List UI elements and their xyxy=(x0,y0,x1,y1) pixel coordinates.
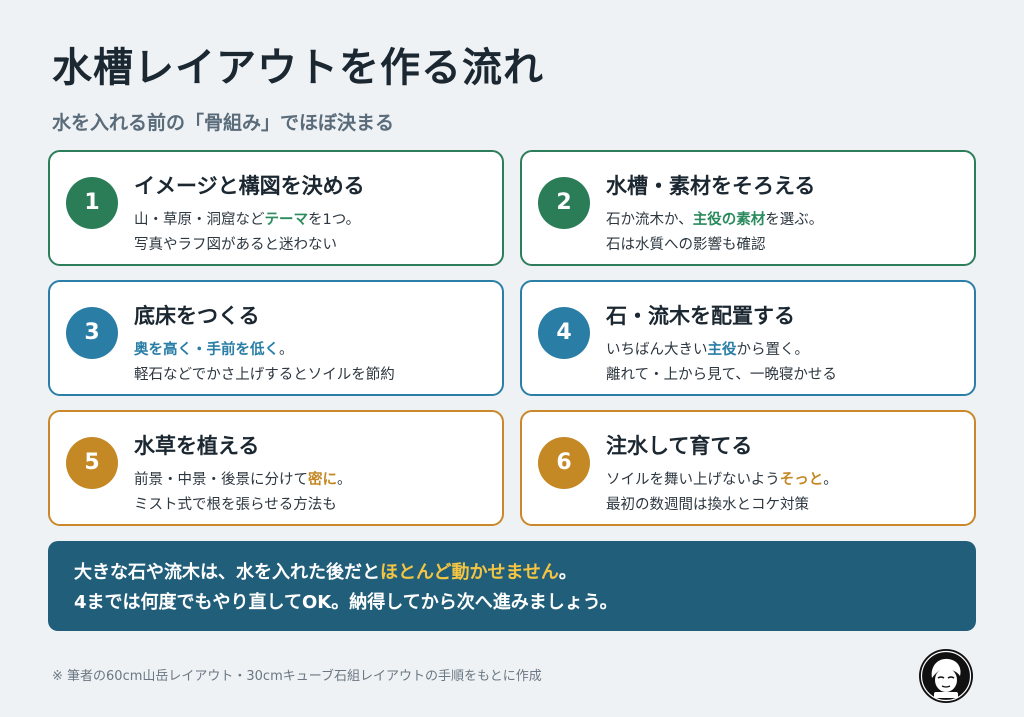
step-card-5: 5 水草を植える 前景・中景・後景に分けて密に。 ミスト式で根を張らせる方法も xyxy=(48,410,504,526)
step-description-line-1: ソイルを舞い上げないようそっと。 xyxy=(606,472,838,488)
step-card-1: 1 イメージと構図を決める 山・草原・洞窟などテーマを1つ。 写真やラフ図がある… xyxy=(48,150,504,266)
step-description-line-2: 石は水質への影響も確認 xyxy=(606,237,766,253)
step-highlight: 奥を高く・手前を低く xyxy=(134,342,279,358)
step-highlight: 主役の素材 xyxy=(692,212,766,228)
note-highlight: ほとんど動かせません xyxy=(380,562,559,583)
step-title: 底床をつくる xyxy=(134,304,260,328)
step-description-line-1: 石か流木か、主役の素材を選ぶ。 xyxy=(606,212,824,228)
step-description-line-1: いちばん大きい主役から置く。 xyxy=(606,342,809,358)
step-number-badge: 1 xyxy=(66,177,118,229)
step-description-line-2: 最初の数週間は換水とコケ対策 xyxy=(606,497,809,513)
step-title: 石・流木を配置する xyxy=(606,304,795,328)
step-title: 水槽・素材をそろえる xyxy=(606,174,816,198)
step-title: イメージと構図を決める xyxy=(134,174,365,198)
step-highlight: テーマ xyxy=(264,212,309,228)
step-description-line-1: 山・草原・洞窟などテーマを1つ。 xyxy=(134,212,361,228)
page-title: 水槽レイアウトを作る流れ xyxy=(52,45,544,91)
step-number-badge: 3 xyxy=(66,307,118,359)
step-description-line-1: 奥を高く・手前を低く。 xyxy=(134,342,294,358)
step-card-3: 3 底床をつくる 奥を高く・手前を低く。 軽石などでかさ上げするとソイルを節約 xyxy=(48,280,504,396)
step-description-line-2: ミスト式で根を張らせる方法も xyxy=(134,497,337,513)
note-line-2: 4までは何度でもやり直してOK。納得してから次へ進みましょう。 xyxy=(74,592,618,613)
footer-note: ※ 筆者の60cm山岳レイアウト・30cmキューブ石組レイアウトの手順をもとに作… xyxy=(52,669,542,684)
step-number-badge: 4 xyxy=(538,307,590,359)
step-highlight: 密に xyxy=(308,472,337,488)
step-card-6: 6 注水して育てる ソイルを舞い上げないようそっと。 最初の数週間は換水とコケ対… xyxy=(520,410,976,526)
page-subtitle: 水を入れる前の「骨組み」でほぼ決まる xyxy=(52,112,395,134)
step-card-4: 4 石・流木を配置する いちばん大きい主役から置く。 離れて・上から見て、一晩寝… xyxy=(520,280,976,396)
step-number-badge: 2 xyxy=(538,177,590,229)
step-title: 水草を植える xyxy=(134,434,260,458)
note-line-1: 大きな石や流木は、水を入れた後だとほとんど動かせません。 xyxy=(74,562,577,583)
step-number-badge: 6 xyxy=(538,437,590,489)
step-highlight: 主役 xyxy=(707,342,737,358)
step-description-line-2: 写真やラフ図があると迷わない xyxy=(134,237,337,253)
step-description-line-2: 離れて・上から見て、一晩寝かせる xyxy=(606,367,837,383)
step-number-badge: 5 xyxy=(66,437,118,489)
warning-note-box: 大きな石や流木は、水を入れた後だとほとんど動かせません。 4までは何度でもやり直… xyxy=(48,541,976,631)
character-face-logo-icon xyxy=(919,649,973,703)
step-description-line-2: 軽石などでかさ上げするとソイルを節約 xyxy=(134,367,395,383)
step-description-line-1: 前景・中景・後景に分けて密に。 xyxy=(134,472,352,488)
step-card-2: 2 水槽・素材をそろえる 石か流木か、主役の素材を選ぶ。 石は水質への影響も確認 xyxy=(520,150,976,266)
step-highlight: そっと xyxy=(779,472,824,488)
step-title: 注水して育てる xyxy=(606,434,753,458)
